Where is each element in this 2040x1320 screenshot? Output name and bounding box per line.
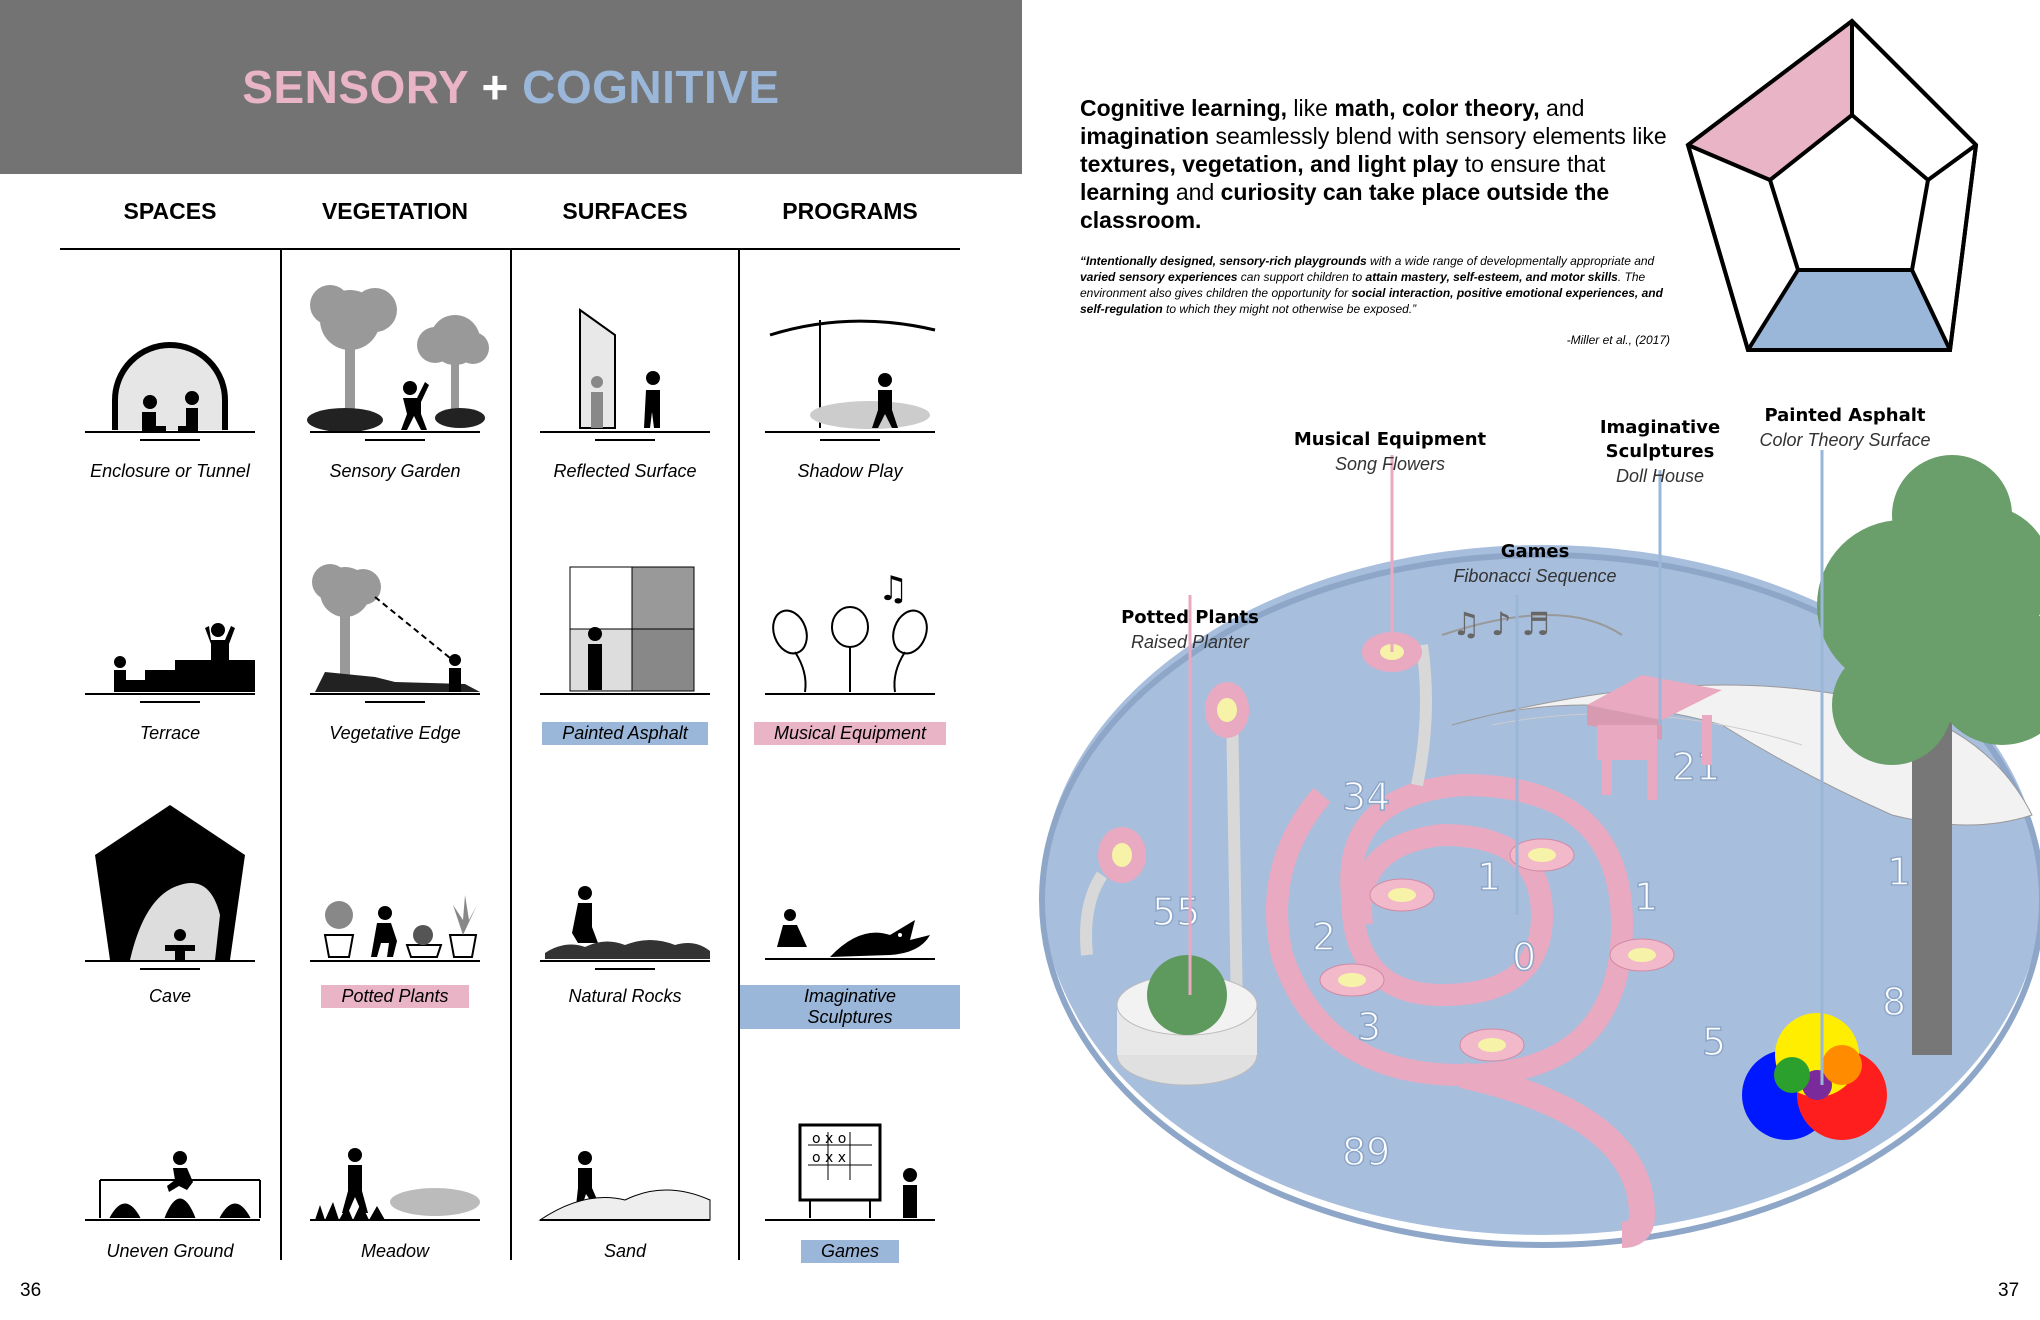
spiral-path [1341,823,1554,1007]
doll-house [1587,675,1722,800]
pentagon-diagram [1685,18,1979,352]
quote-segment: can support children to [1237,270,1366,284]
column-header-vegetation: VEGETATION [321,198,469,224]
caption-cell: Enclosure or Tunnel [90,461,250,481]
reflected-surface-illustration [515,250,735,450]
color-wheel [1742,1013,1887,1140]
terrace-illustration [60,512,280,712]
quote-segment: varied sensory experiences [1080,270,1238,284]
music-note-icon: ♫ [878,569,908,609]
title-banner [0,0,1022,174]
natural-rocks-illustration [515,775,735,975]
meadow-illustration [285,1030,505,1230]
label-leaders-blue [1515,450,1824,1085]
title-cognitive: COGNITIVE [522,61,780,113]
imaginative-sculptures-illustration [740,775,960,975]
intro-segment: like [1287,95,1335,121]
intro-segment: learning [1080,179,1170,205]
cave-illustration [60,775,280,975]
svg-text:34: 34 [1342,775,1390,819]
svg-text:0: 0 [1512,935,1536,979]
caption-cell: Cave [148,986,192,1006]
column-header-programs: PROGRAMS [782,198,918,224]
painted-asphalt-illustration [515,512,735,712]
caption-cell: Sand [603,1241,647,1261]
song-flower-poles: ♫ ♪ ♬ [1080,605,1623,1016]
enclosure-tunnel-illustration [60,250,280,450]
svg-text:o x x: o x x [812,1150,846,1166]
svg-text:5: 5 [1702,1020,1726,1064]
potted-plants-illustration [285,775,505,975]
intro-paragraph: Cognitive learning, like math, color the… [1080,94,1680,234]
column-divider [280,248,282,1260]
svg-text:1: 1 [1634,875,1658,919]
quote-segment: “Intentionally designed, sensory-rich pl… [1080,254,1367,268]
caption-cell-highlighted: Musical Equipment [740,722,960,745]
svg-text:89: 89 [1342,1130,1390,1174]
svg-text:o x o: o x o [812,1131,846,1147]
caption-cell: Terrace [139,723,201,743]
caption-cell: Meadow [360,1241,430,1261]
quote-citation: -Miller et al., (2017) [1566,333,1670,347]
caption-cell-highlighted: Painted Asphalt [515,722,735,745]
page-number-right: 37 [1998,1280,2020,1301]
column-divider [738,248,740,1260]
games-illustration: o x o o x x [740,1030,960,1230]
intro-segment: imagination [1080,123,1210,149]
column-header-spaces: SPACES [123,198,217,224]
intro-segment: seamlessly blend with sensory elements l… [1209,123,1667,149]
svg-text:2: 2 [1312,915,1336,959]
intro-segment: textures, vegetation, and light play [1080,151,1459,177]
quote-segment: social interaction, positive emotional e… [1080,286,1663,316]
musical-equipment-illustration: ♫ [740,512,960,712]
caption-cell: Uneven Ground [106,1241,234,1261]
intro-segment: to ensure that [1458,151,1606,177]
quote-segment: . The environment also gives children th… [1080,270,1646,300]
page-title: SENSORY + COGNITIVE [0,60,1022,114]
uneven-ground-illustration [60,1030,280,1230]
title-sensory: SENSORY [242,61,469,113]
quote-paragraph: “Intentionally designed, sensory-rich pl… [1080,253,1680,317]
svg-text:8: 8 [1882,980,1906,1024]
svg-text:21: 21 [1672,745,1720,789]
quote-segment: with a wide range of developmentally app… [1366,254,1655,268]
intro-segment: curiosity can take place outside the cla… [1080,179,1610,233]
vegetative-edge-illustration [285,512,505,712]
caption-cell-highlighted: Potted Plants [285,985,505,1008]
caption-cell: Vegetative Edge [329,723,461,743]
page-number-left: 36 [20,1280,42,1301]
intro-segment: and [1539,95,1585,121]
shadow-play-illustration [740,250,960,450]
caption-cell: Sensory Garden [329,461,461,481]
column-header-surfaces: SURFACES [562,198,688,224]
label-leaders-pink [1188,455,1394,995]
sensory-garden-illustration [285,250,505,450]
caption-cell: Shadow Play [797,461,903,481]
title-plus: + [468,61,523,113]
intro-segment: math, color theory, [1334,95,1540,121]
sand-illustration [515,1030,735,1230]
column-divider [510,248,512,1260]
caption-cell: Reflected Surface [553,461,697,481]
svg-text:55: 55 [1152,890,1200,934]
caption-cell-highlighted: Games [740,1240,960,1263]
intro-segment: Cognitive learning, [1080,95,1288,121]
svg-text:3: 3 [1357,1005,1381,1049]
caption-cell-highlighted: Imaginative Sculptures [740,985,960,1029]
intro-segment: and [1169,179,1221,205]
svg-text:♫ ♪ ♬: ♫ ♪ ♬ [1452,605,1550,643]
raised-planter [1116,955,1258,1086]
tree [1817,455,2040,1055]
quote-segment: attain mastery, self-esteem, and motor s… [1365,270,1618,284]
caption-cell: Natural Rocks [568,986,682,1006]
svg-text:1: 1 [1477,855,1501,899]
quote-segment: to which they might not otherwise be exp… [1162,302,1417,316]
